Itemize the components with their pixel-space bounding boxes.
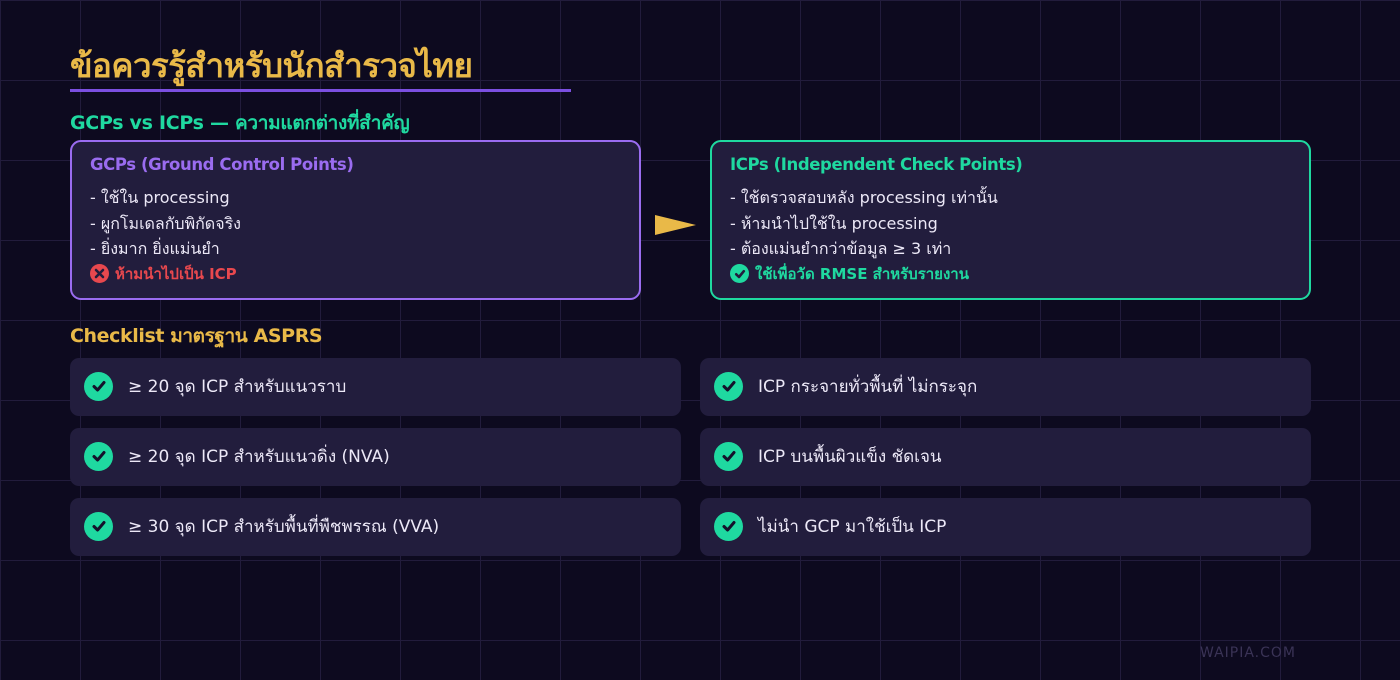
checklist-item: ICP บนพื้นผิวแข็ง ชัดเจน [700, 428, 1311, 486]
check-circle-icon [714, 371, 743, 401]
checklist-item: ไม่นำ GCP มาใช้เป็น ICP [700, 498, 1311, 556]
gcp-warning: ห้ามนำไปเป็น ICP [90, 263, 621, 285]
checklist-item-text: ≥ 30 จุด ICP สำหรับพื้นที่พืชพรรณ (VVA) [128, 517, 440, 537]
gcp-list: - ใช้ใน processing - ผูกโมเดลกับพิกัดจริ… [90, 185, 621, 262]
check-circle-icon [84, 511, 113, 541]
checklist-item-text: ICP กระจายทั่วพื้นที่ ไม่กระจุก [758, 377, 978, 397]
page-title: ข้อควรรู้สำหรับนักสำรวจไทย [70, 46, 473, 85]
check-circle-icon [84, 371, 113, 401]
checklist-item-text: ≥ 20 จุด ICP สำหรับแนวดิ่ง (NVA) [128, 447, 390, 467]
checklist-item-text: ≥ 20 จุด ICP สำหรับแนวราบ [128, 377, 347, 397]
icp-note: ใช้เพื่อวัด RMSE สำหรับรายงาน [730, 263, 1291, 285]
check-circle-icon [714, 441, 743, 471]
title-underline [70, 89, 571, 92]
checklist-item: ICP กระจายทั่วพื้นที่ ไม่กระจุก [700, 358, 1311, 416]
gcp-list-item: - ใช้ใน processing [90, 188, 230, 207]
checklist-item: ≥ 20 จุด ICP สำหรับแนวดิ่ง (NVA) [70, 428, 681, 486]
icp-list-item: - ห้ามนำไปใช้ใน processing [730, 213, 938, 233]
watermark: WAIPIA.COM [1200, 645, 1297, 661]
gcp-warning-text: ห้ามนำไปเป็น ICP [115, 264, 237, 283]
icp-note-text: ใช้เพื่อวัด RMSE สำหรับรายงาน [755, 264, 969, 283]
icp-list-item: - ต้องแม่นยำกว่าข้อมูล ≥ 3 เท่า [730, 239, 952, 258]
check-circle-icon [730, 264, 749, 283]
checklist-item-text: ICP บนพื้นผิวแข็ง ชัดเจน [758, 447, 942, 467]
icp-card: ICPs (Independent Check Points) - ใช้ตรว… [710, 140, 1311, 300]
gcp-card: GCPs (Ground Control Points) - ใช้ใน pro… [70, 140, 641, 300]
gcp-card-title: GCPs (Ground Control Points) [90, 155, 354, 174]
gcp-list-item: - ผูกโมเดลกับพิกัดจริง [90, 213, 241, 233]
checklist-item-text: ไม่นำ GCP มาใช้เป็น ICP [758, 517, 947, 537]
comparison-heading: GCPs vs ICPs — ความแตกต่างที่สำคัญ [70, 112, 410, 134]
arrow-right-icon [655, 215, 696, 235]
checklist-item: ≥ 30 จุด ICP สำหรับพื้นที่พืชพรรณ (VVA) [70, 498, 681, 556]
gcp-list-item: - ยิ่งมาก ยิ่งแม่นยำ [90, 239, 220, 258]
checklist-heading: Checklist มาตรฐาน ASPRS [70, 325, 323, 347]
checklist-item: ≥ 20 จุด ICP สำหรับแนวราบ [70, 358, 681, 416]
icp-list: - ใช้ตรวจสอบหลัง processing เท่านั้น - ห… [730, 185, 1291, 262]
icp-list-item: - ใช้ตรวจสอบหลัง processing เท่านั้น [730, 188, 998, 207]
check-circle-icon [714, 511, 743, 541]
check-circle-icon [84, 441, 113, 471]
icp-card-title: ICPs (Independent Check Points) [730, 155, 1023, 174]
x-circle-icon [90, 264, 109, 283]
